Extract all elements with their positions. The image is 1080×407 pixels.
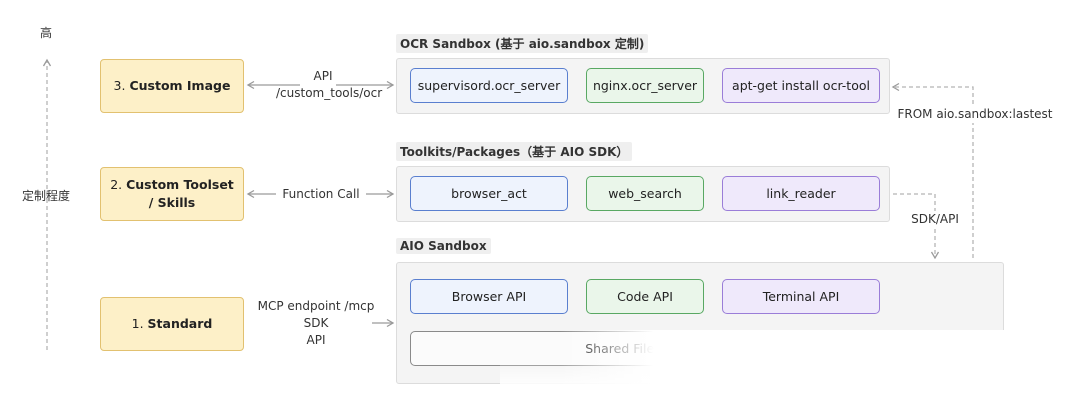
chip-terminal-api[interactable]: Terminal API	[722, 279, 880, 314]
level-name-line2: / Skills	[148, 195, 196, 210]
function-call-label: Function Call	[282, 187, 360, 201]
axis-top-label: 高	[40, 26, 53, 40]
chip-browser-api[interactable]: Browser API	[410, 279, 568, 314]
ocr-api-label: API /custom_tools/ocr	[276, 69, 383, 100]
chip-code-api[interactable]: Code API	[586, 279, 704, 314]
chip-supervisord[interactable]: supervisord.ocr_server	[410, 68, 568, 103]
arrow-from-base-image	[891, 82, 974, 258]
chip-browser-act[interactable]: browser_act	[410, 176, 568, 211]
level-number: 2.	[110, 177, 123, 192]
chip-nginx[interactable]: nginx.ocr_server	[586, 68, 704, 103]
toolkits-title: Toolkits/Packages（基于 AIO SDK）	[396, 142, 633, 161]
level-name: Custom Toolset	[126, 177, 234, 192]
chip-web-search[interactable]: web_search	[586, 176, 704, 211]
level-standard[interactable]: 1. Standard	[100, 297, 244, 351]
level-number: 1.	[131, 316, 144, 331]
sdk-api-label: SDK/API	[906, 211, 964, 228]
mcp-label: MCP endpoint /mcp SDK API	[257, 299, 375, 347]
axis-side-label: 定制程度	[22, 189, 71, 203]
level-number: 3.	[113, 78, 126, 93]
level-custom-toolset[interactable]: 2. Custom Toolset / Skills	[100, 167, 244, 221]
fade-overlay-bottom	[500, 360, 1080, 407]
ocr-sandbox-title: OCR Sandbox (基于 aio.sandbox 定制)	[396, 34, 649, 53]
level-name: Standard	[147, 316, 213, 331]
level-custom-image[interactable]: 3. Custom Image	[100, 59, 244, 113]
from-base-image-label: FROM aio.sandbox:lastest	[892, 106, 1058, 123]
arrow-sdk-api	[893, 193, 940, 260]
level-name: Custom Image	[129, 78, 231, 93]
aio-sandbox-title: AIO Sandbox	[396, 238, 491, 254]
chip-apt-get[interactable]: apt-get install ocr-tool	[722, 68, 880, 103]
chip-link-reader[interactable]: link_reader	[722, 176, 880, 211]
